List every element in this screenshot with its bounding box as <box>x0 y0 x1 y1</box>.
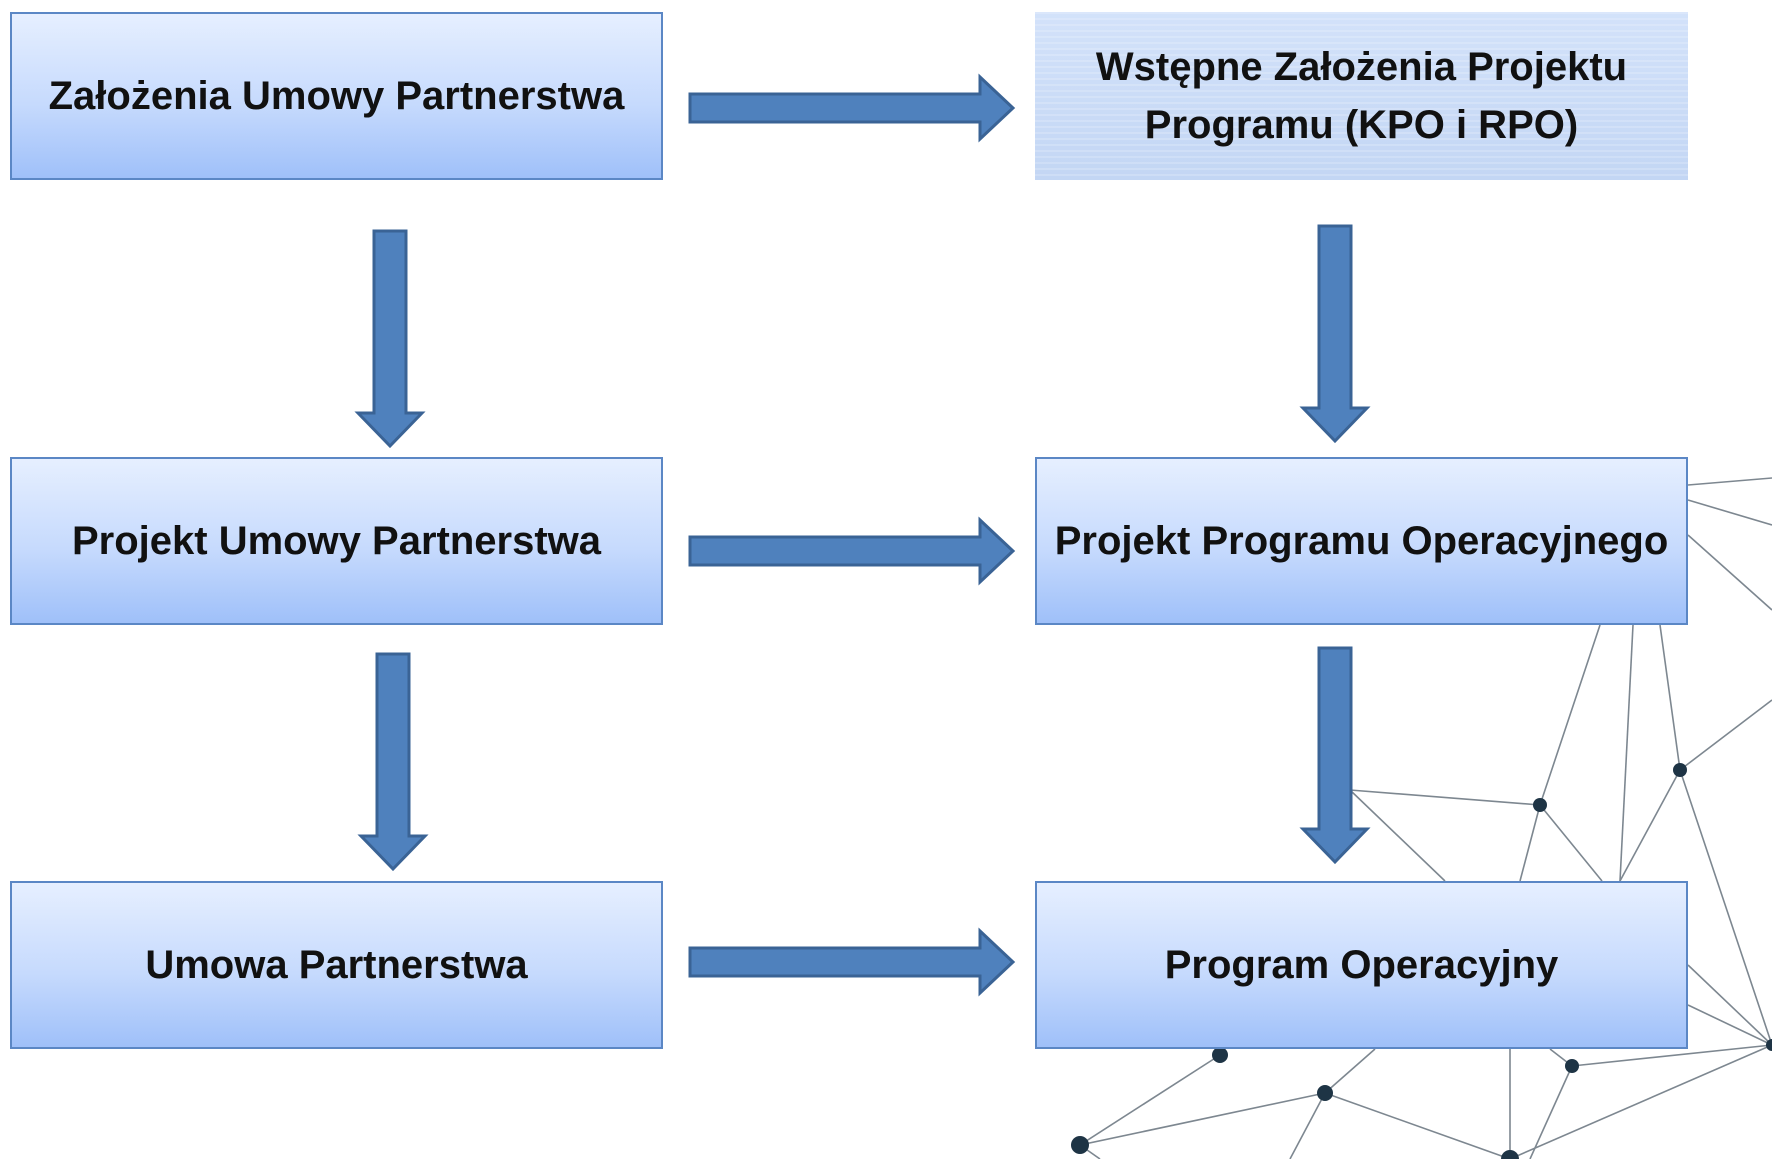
node-program-operacyjny: Program Operacyjny <box>1035 881 1688 1049</box>
node-zalozenia-umowy-partnerstwa: Założenia Umowy Partnerstwa <box>10 12 663 180</box>
node-umowa-partnerstwa: Umowa Partnerstwa <box>10 881 663 1049</box>
node-label: Projekt Programu Operacyjnego <box>1054 519 1669 563</box>
node-wstepne-zalozenia-projektu-programu: Wstępne Założenia Projektu Programu (KPO… <box>1035 12 1688 180</box>
node-label: Program Operacyjny <box>1164 943 1559 987</box>
node-projekt-programu-operacyjnego: Projekt Programu Operacyjnego <box>1035 457 1688 625</box>
node-label: Wstępne Założenia Projektu Programu (KPO… <box>1095 45 1628 147</box>
node-label: Umowa Partnerstwa <box>145 943 528 987</box>
node-label: Założenia Umowy Partnerstwa <box>48 74 625 118</box>
node-projekt-umowy-partnerstwa: Projekt Umowy Partnerstwa <box>10 457 663 625</box>
node-label: Projekt Umowy Partnerstwa <box>71 519 602 563</box>
